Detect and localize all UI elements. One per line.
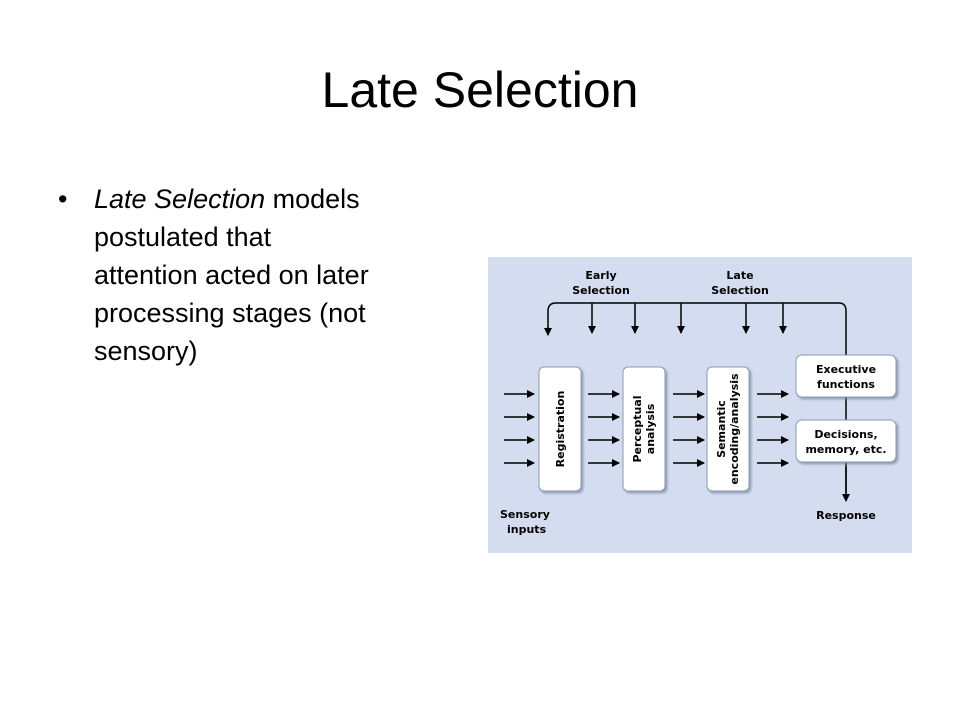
perceptual-label-1: Perceptual <box>631 395 644 462</box>
semantic-label-2: encoding/analysis <box>728 373 741 485</box>
decisions-label-2: memory, etc. <box>805 443 886 456</box>
late-selection-label-1: Late <box>726 269 753 282</box>
registration-output-arrows <box>588 390 620 467</box>
diagram-svg: Early Selection Late Selection <box>488 257 912 553</box>
semantic-label-1: Semantic <box>715 400 728 458</box>
registration-label: Registration <box>554 391 567 468</box>
bullet-item: • Late Selection models postulated that … <box>58 180 468 370</box>
late-selection-label-2: Selection <box>711 284 769 297</box>
bullet-line-1-rest: models <box>265 184 360 214</box>
bullet-line-4: processing stages (not <box>94 298 366 328</box>
perceptual-analysis-box <box>622 366 666 492</box>
selection-bus-line <box>547 302 847 493</box>
sensory-label-1: Sensory <box>500 508 550 521</box>
semantic-output-arrows <box>757 390 789 467</box>
decisions-label-1: Decisions, <box>814 428 877 441</box>
response-label: Response <box>816 509 876 522</box>
selection-bus <box>544 302 847 493</box>
executive-label-2: functions <box>817 378 875 391</box>
sensory-label-2: inputs <box>507 523 547 536</box>
bullet-list: • Late Selection models postulated that … <box>58 180 468 370</box>
bullet-emphasis: Late Selection <box>94 184 266 214</box>
early-selection-label-2: Selection <box>572 284 630 297</box>
decisions-memory-box <box>795 419 897 463</box>
late-selection-diagram: Early Selection Late Selection <box>488 257 912 553</box>
early-selection-label-1: Early <box>585 269 616 282</box>
bullet-line-2: postulated that <box>94 222 272 252</box>
executive-functions-box <box>795 354 897 398</box>
bullet-line-3: attention acted on later <box>94 260 369 290</box>
perceptual-output-arrows <box>673 390 705 467</box>
sensory-input-arrows <box>504 390 535 467</box>
bullet-dot: • <box>58 184 68 214</box>
semantic-encoding-box <box>706 366 750 492</box>
slide-title: Late Selection <box>321 62 639 118</box>
registration-box <box>538 366 582 492</box>
executive-label-1: Executive <box>816 363 876 376</box>
bullet-line-5: sensory) <box>94 336 198 366</box>
bullet-line-1: Late Selection models <box>94 180 468 218</box>
perceptual-label-2: analysis <box>644 403 657 454</box>
